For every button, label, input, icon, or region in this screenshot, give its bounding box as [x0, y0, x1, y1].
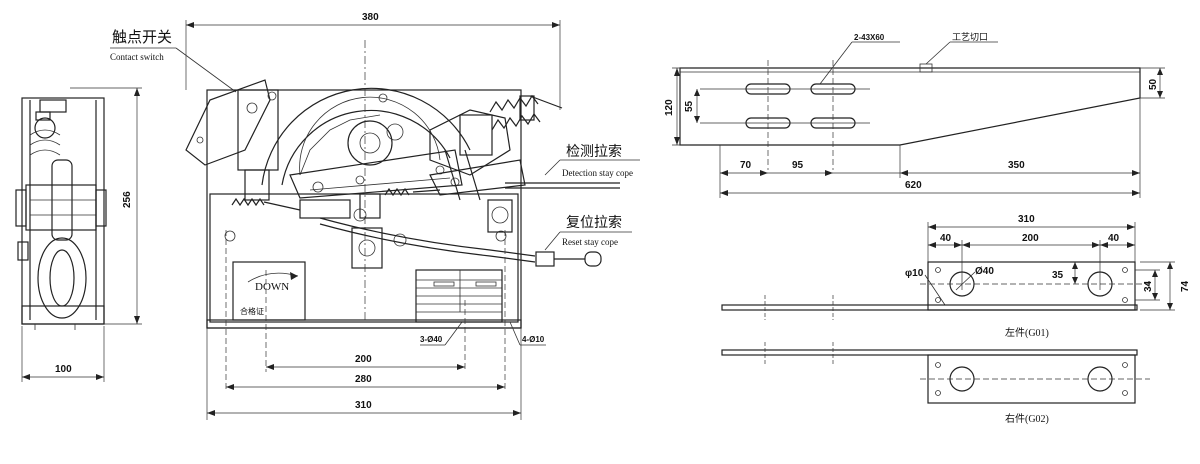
dim-bracket-620: 620 [905, 180, 922, 191]
dim-plate-200: 200 [1022, 233, 1039, 244]
label-handle: 合格证 [240, 306, 264, 316]
dim-holes-4: 4-Ø10 [522, 335, 545, 344]
dim-plate-310: 310 [1018, 214, 1035, 225]
dim-bracket-50: 50 [1148, 78, 1159, 90]
dim-plate-74: 74 [1180, 280, 1191, 292]
label-reset-en: Reset stay cope [562, 237, 618, 247]
dim-base-200: 200 [355, 354, 372, 365]
dim-bracket-350: 350 [1008, 160, 1025, 171]
dim-bracket-70: 70 [740, 160, 752, 171]
label-detection-en: Detection stay cope [562, 168, 633, 178]
dim-base-310: 310 [355, 400, 372, 411]
label-right-part: 右件(G02) [1005, 412, 1049, 425]
bracket-view: 2-43X60 工艺切口 120 55 50 70 95 350 [664, 32, 1165, 198]
label-detection-cn: 检测拉索 [566, 143, 622, 160]
dim-bracket-95: 95 [792, 160, 804, 171]
label-contact-switch-en: Contact switch [110, 52, 164, 62]
label-process-cut: 工艺切口 [952, 32, 988, 42]
label-reset-cn: 复位拉索 [566, 214, 622, 231]
dim-side-width: 100 [55, 364, 72, 375]
dim-side-height: 256 [122, 191, 133, 208]
dim-holes-3: 3-Ø40 [420, 335, 443, 344]
side-view: 256 100 [15, 87, 142, 382]
label-down: DOWN [255, 281, 289, 293]
dim-plate-40b: 40 [1108, 233, 1120, 244]
dim-slot-spec: 2-43X60 [854, 33, 885, 42]
dim-plate-40a: 40 [940, 233, 952, 244]
front-view: 380 触点开关 Contact switch [110, 12, 640, 420]
dim-plate-d40: Ø40 [975, 266, 994, 277]
dim-base-280: 280 [355, 374, 372, 385]
dim-bracket-55: 55 [684, 100, 695, 112]
dim-plate-34: 34 [1143, 280, 1154, 292]
dim-top-width: 380 [362, 12, 379, 23]
dim-plate-d10: φ10 [905, 268, 924, 279]
label-left-part: 左件(G01) [1005, 326, 1049, 339]
dim-plate-35: 35 [1052, 270, 1064, 281]
dim-bracket-120: 120 [664, 99, 675, 116]
plates-view: 310 40 200 40 φ10 Ø40 35 [721, 214, 1191, 425]
label-contact-switch-cn: 触点开关 [112, 29, 172, 46]
